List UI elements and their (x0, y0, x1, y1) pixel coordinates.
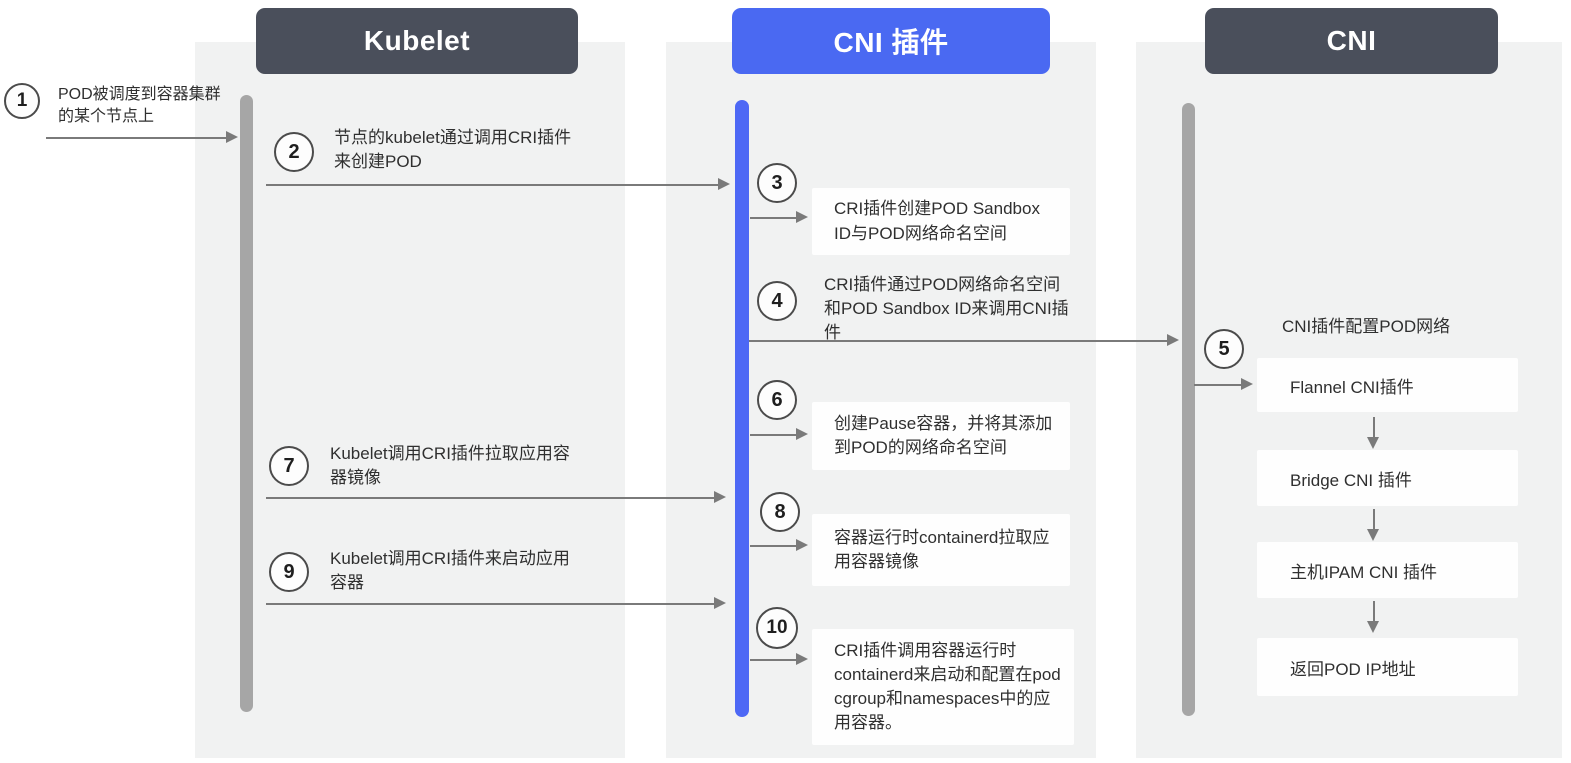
step-number-10: 10 (766, 617, 788, 638)
chain-arrow-1 (1367, 417, 1379, 449)
arrow-step-8 (750, 539, 808, 551)
step-number-7: 7 (283, 454, 295, 477)
description-box-10: CRI插件调用容器运行时containerd来启动和配置在pod cgroup和… (812, 629, 1074, 745)
step-label-2: 节点的kubelet通过调用CRI插件来创建POD (334, 128, 572, 171)
lifeline-cni (1182, 103, 1195, 716)
cni-chain-box-host-ipam: 主机IPAM CNI 插件 (1257, 542, 1518, 598)
step-circle-6: 6 (757, 380, 797, 420)
step-circle-8: 8 (760, 492, 800, 532)
step-number-5: 5 (1218, 337, 1230, 360)
arrow-step-10 (750, 653, 808, 665)
arrow-step-5 (1194, 378, 1253, 390)
header-cni-label: CNI (1326, 25, 1377, 56)
description-box-3: CRI插件创建POD Sandbox ID与POD网络命名空间 (812, 188, 1070, 255)
arrow-step-9 (266, 597, 726, 609)
arrow-step-6 (750, 428, 808, 440)
arrow-step-7 (266, 491, 726, 503)
step-label-4: CRI插件通过POD网络命名空间和POD Sandbox ID来调用CNI插件 (824, 275, 1069, 342)
step-number-8: 8 (774, 500, 786, 523)
step-circle-7: 7 (269, 446, 309, 486)
step-circle-1: 1 (4, 83, 40, 119)
header-cni-plugin: CNI 插件 (732, 8, 1050, 74)
description-box-6: 创建Pause容器，并将其添加到POD的网络命名空间 (812, 402, 1070, 470)
arrow-step-2 (266, 178, 730, 190)
arrow-step-4 (749, 334, 1179, 346)
step-number-6: 6 (771, 388, 783, 411)
chain-arrow-3 (1367, 601, 1379, 633)
step-label-9: Kubelet调用CRI插件来启动应用容器 (330, 549, 570, 592)
cni-chain-box-bridge: Bridge CNI 插件 (1257, 450, 1518, 506)
step-circle-5: 5 (1204, 329, 1244, 369)
step-number-4: 4 (771, 289, 783, 312)
step-circle-9: 9 (269, 552, 309, 592)
chain-arrow-2 (1367, 509, 1379, 541)
header-kubelet: Kubelet (256, 8, 578, 74)
step-circle-3: 3 (757, 163, 797, 203)
lifeline-kubelet (240, 95, 253, 712)
step-circle-4: 4 (757, 281, 797, 321)
column-kubelet-background (195, 42, 625, 758)
cni-chain-box-flannel: Flannel CNI插件 (1257, 358, 1518, 412)
header-cni-plugin-label: CNI 插件 (833, 27, 949, 58)
lifeline-cni-plugin (735, 100, 749, 717)
arrow-step-3 (750, 211, 808, 223)
step-circle-2: 2 (274, 132, 314, 172)
step-label-1: POD被调度到容器集群的某个节点上 (58, 86, 221, 126)
step-number-1: 1 (16, 90, 28, 111)
step-number-3: 3 (771, 171, 783, 194)
step-label-7: Kubelet调用CRI插件拉取应用容器镜像 (330, 444, 570, 487)
header-kubelet-label: Kubelet (363, 25, 471, 56)
step-label-5: CNI插件配置POD网络 (1282, 317, 1451, 336)
step-circle-10: 10 (756, 607, 798, 649)
step-number-2: 2 (288, 140, 300, 163)
header-cni: CNI (1205, 8, 1498, 74)
description-box-8: 容器运行时containerd拉取应用容器镜像 (812, 514, 1070, 586)
arrow-step-1 (46, 131, 238, 143)
cni-chain-box-return-ip: 返回POD IP地址 (1257, 638, 1518, 696)
step-number-9: 9 (283, 560, 295, 583)
